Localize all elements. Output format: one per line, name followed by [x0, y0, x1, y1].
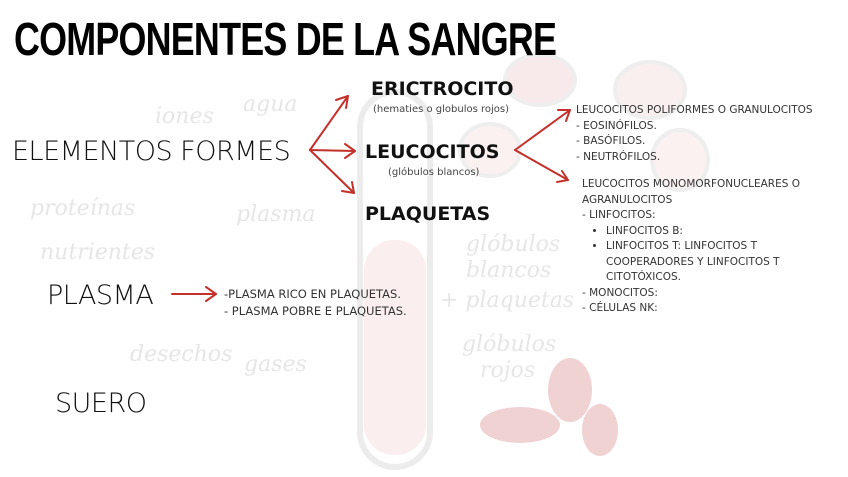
leucocitos-note: (glóbulos blancos) — [388, 167, 480, 178]
agranulocitos-list: LEUCOCITOS MONOMORFONUCLEARES O AGRANULO… — [582, 177, 844, 317]
bg-label: desechos — [130, 342, 233, 367]
plasma-label: PLASMA — [47, 280, 154, 311]
list-item: - EOSINÓFILOS. — [576, 119, 657, 132]
arrow-icon — [309, 143, 356, 159]
erictrocito-note: (hematies o globulos rojos) — [373, 104, 510, 115]
bg-label: plasma — [236, 202, 316, 227]
bg-label: nutrientes — [40, 240, 156, 265]
list-item: LINFOCITOS B: — [606, 224, 844, 240]
suero-label: SUERO — [55, 388, 147, 419]
granulocitos-heading: LEUCOCITOS POLIFORMES O GRANULOCITOS — [576, 104, 813, 116]
agranulocitos-heading: LEUCOCITOS MONOMORFONUCLEARES O — [582, 178, 800, 190]
bg-label: + plaquetas — [440, 288, 575, 313]
list-item: - CÉLULAS NK: — [582, 302, 658, 314]
list-item: - LINFOCITOS: — [582, 209, 656, 221]
list-item: - PLASMA POBRE E PLAQUETAS. — [224, 304, 407, 318]
bg-label: rojos — [480, 358, 536, 383]
bg-label: iones — [155, 104, 214, 129]
arrow-icon — [514, 149, 569, 183]
bg-label: glóbulos — [462, 332, 557, 357]
agranulocitos-heading-2: AGRANULOCITOS — [582, 193, 673, 206]
bg-label: glóbulos blancos — [466, 232, 561, 283]
arrow-icon — [309, 95, 349, 151]
bg-label: proteínas — [30, 196, 136, 221]
bg-label: agua — [243, 92, 298, 117]
arrow-icon — [309, 149, 355, 194]
bg-label: gases — [244, 352, 307, 377]
list-item: -PLASMA RICO EN PLAQUETAS. — [224, 287, 401, 301]
page-title: COMPONENTES DE LA SANGRE — [14, 13, 557, 65]
arrow-icon — [171, 286, 217, 302]
list-item: - BASÓFILOS. — [576, 135, 646, 147]
list-item: - NEUTRÓFILOS. — [576, 150, 661, 163]
leucocitos-heading: LEUCOCITOS — [365, 141, 500, 163]
elementos-formes-label: ELEMENTOS FORMES — [12, 136, 291, 167]
list-item: LINFOCITOS T: LINFOCITOS T COOPERADORES … — [606, 239, 844, 286]
arrow-icon — [514, 109, 571, 151]
erictrocito-heading: ERICTROCITO — [371, 78, 514, 100]
granulocitos-list: LEUCOCITOS POLIFORMES O GRANULOCITOS - E… — [576, 103, 813, 165]
plasma-list: -PLASMA RICO EN PLAQUETAS. - PLASMA POBR… — [224, 286, 407, 320]
plaquetas-heading: PLAQUETAS — [365, 203, 491, 225]
list-item: - MONOCITOS: — [582, 286, 658, 299]
